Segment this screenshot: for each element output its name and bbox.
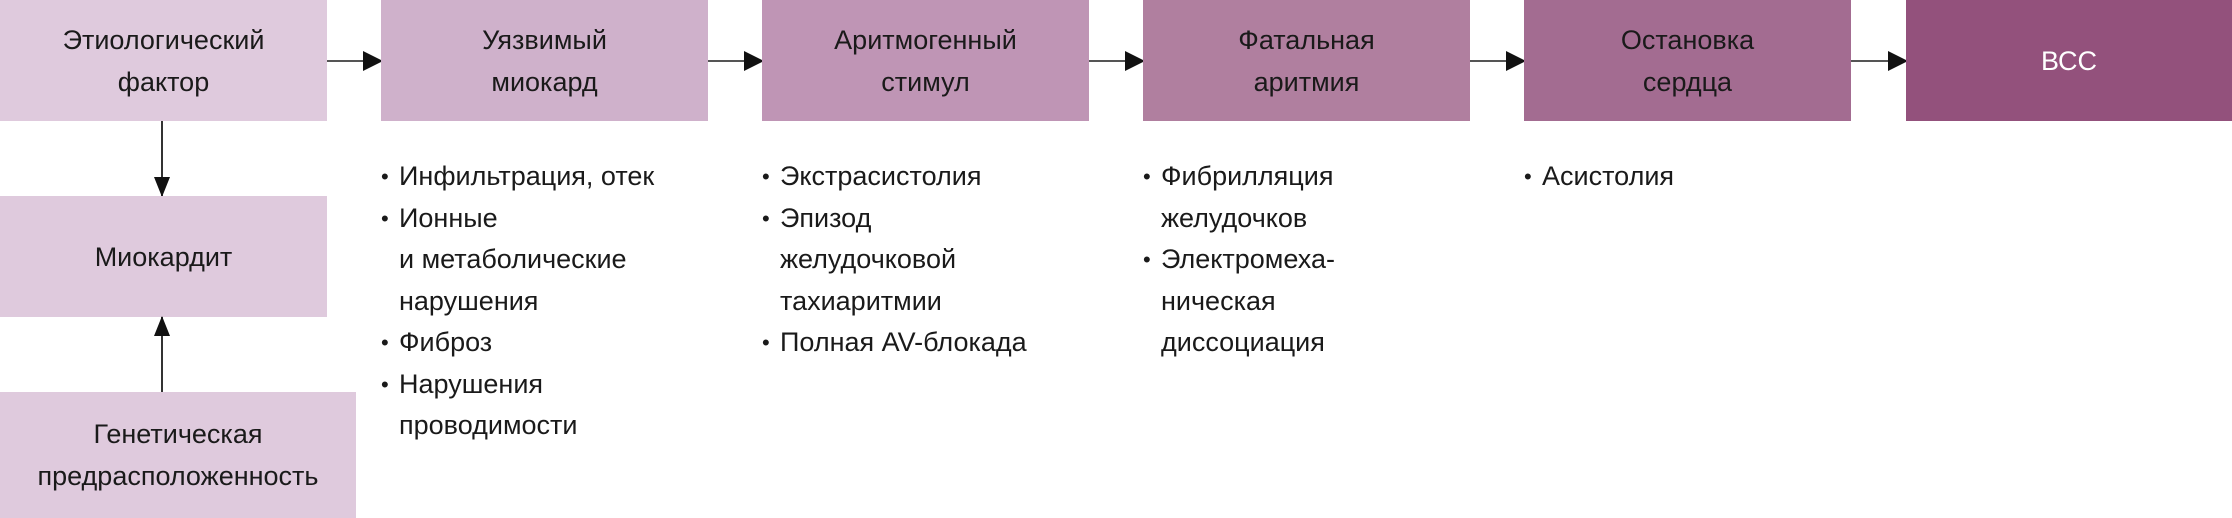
step-label: Остановка сердца	[1620, 24, 1755, 97]
step-vulnerable-myocardium: Уязвимый миокард	[381, 0, 708, 121]
list-item: Эпизод желудочковой тахиаритмии	[762, 198, 1027, 323]
fatal-details-list: Фибрилляция желудочков Электромеха- ниче…	[1143, 156, 1335, 364]
arrow-up-icon	[154, 316, 170, 392]
step-scd: ВСС	[1906, 0, 2232, 121]
list-item: Электромеха- ническая диссоциация	[1143, 239, 1335, 364]
arrow-right-icon	[1851, 51, 1908, 71]
step-label: Этиологический фактор	[62, 24, 265, 97]
arrow-right-icon	[1089, 51, 1145, 71]
genetic-label: Генетическая предрасположенность	[37, 419, 319, 491]
step-arrhythmogenic-stimulus: Аритмогенный стимул	[762, 0, 1089, 121]
genetic-predisposition-box: Генетическая предрасположенность	[0, 392, 356, 518]
step-label: Уязвимый миокард	[482, 24, 607, 97]
stimulus-details-list: Экстрасистолия Эпизод желудочковой тахиа…	[762, 156, 1027, 364]
step-cardiac-arrest: Остановка сердца	[1524, 0, 1851, 121]
list-item: Фиброз	[381, 322, 654, 364]
step-label: Аритмогенный стимул	[834, 24, 1017, 97]
list-item: Полная AV-блокада	[762, 322, 1027, 364]
list-item: Нарушения проводимости	[381, 364, 654, 447]
list-item: Фибрилляция желудочков	[1143, 156, 1335, 239]
myocarditis-label: Миокардит	[94, 241, 233, 272]
vulnerable-details-list: Инфильтрация, отек Ионные и метаболическ…	[381, 156, 654, 447]
step-etiological-factor: Этиологический фактор	[0, 0, 327, 121]
step-fatal-arrhythmia: Фатальная аритмия	[1143, 0, 1470, 121]
arrow-down-icon	[154, 121, 170, 197]
list-item: Ионные и метаболические нарушения	[381, 198, 654, 323]
list-item: Экстрасистолия	[762, 156, 1027, 198]
step-label: Фатальная аритмия	[1238, 24, 1375, 97]
list-item: Асистолия	[1524, 156, 1674, 198]
myocarditis-box: Миокардит	[0, 196, 327, 317]
arrow-right-icon	[708, 51, 764, 71]
step-label: ВСС	[2040, 45, 2098, 76]
list-item: Инфильтрация, отек	[381, 156, 654, 198]
arrow-right-icon	[327, 51, 383, 71]
arrest-details-list: Асистолия	[1524, 156, 1674, 198]
arrow-right-icon	[1470, 51, 1526, 71]
